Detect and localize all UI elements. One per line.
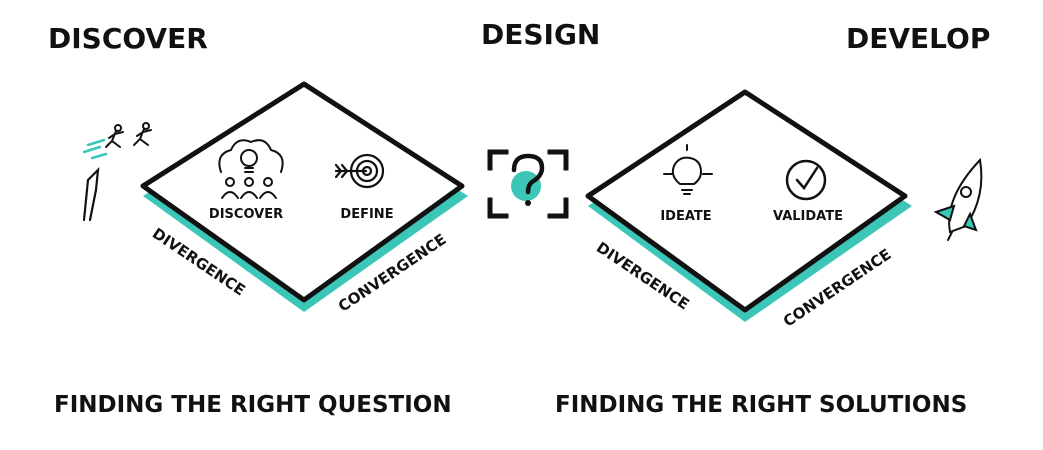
question-icon [487,149,569,219]
right-diamond-outline [585,89,908,313]
diamond-right-step-validate: VALIDATE [773,209,843,224]
target-icon [334,153,385,189]
right-diamond: IDEATE VALIDATE DIVERGENCE CONVERGENCE [585,89,912,331]
diamond-right-step-ideate: IDEATE [660,209,711,224]
diamond-left-step-define: DEFINE [340,207,393,222]
discover-icon [218,139,284,199]
rocket-icon [933,157,983,241]
phase-label-develop: DEVELOP [846,22,990,55]
lightbulb-icon [663,144,713,195]
phase-label-design: DESIGN [481,18,600,51]
caption-right: FINDING THE RIGHT SOLUTIONS [555,392,967,418]
left-diamond-outline [140,81,465,303]
caption-left: FINDING THE RIGHT QUESTION [54,392,452,418]
phase-label-discover: DISCOVER [48,22,208,55]
diamond-left-step-discover: DISCOVER [209,207,283,222]
check-circle-icon [785,159,827,201]
left-diamond: DISCOVER DEFINE DIVERGENCE CONVERGENCE [140,81,468,316]
runners-illustration-icon [82,122,152,222]
